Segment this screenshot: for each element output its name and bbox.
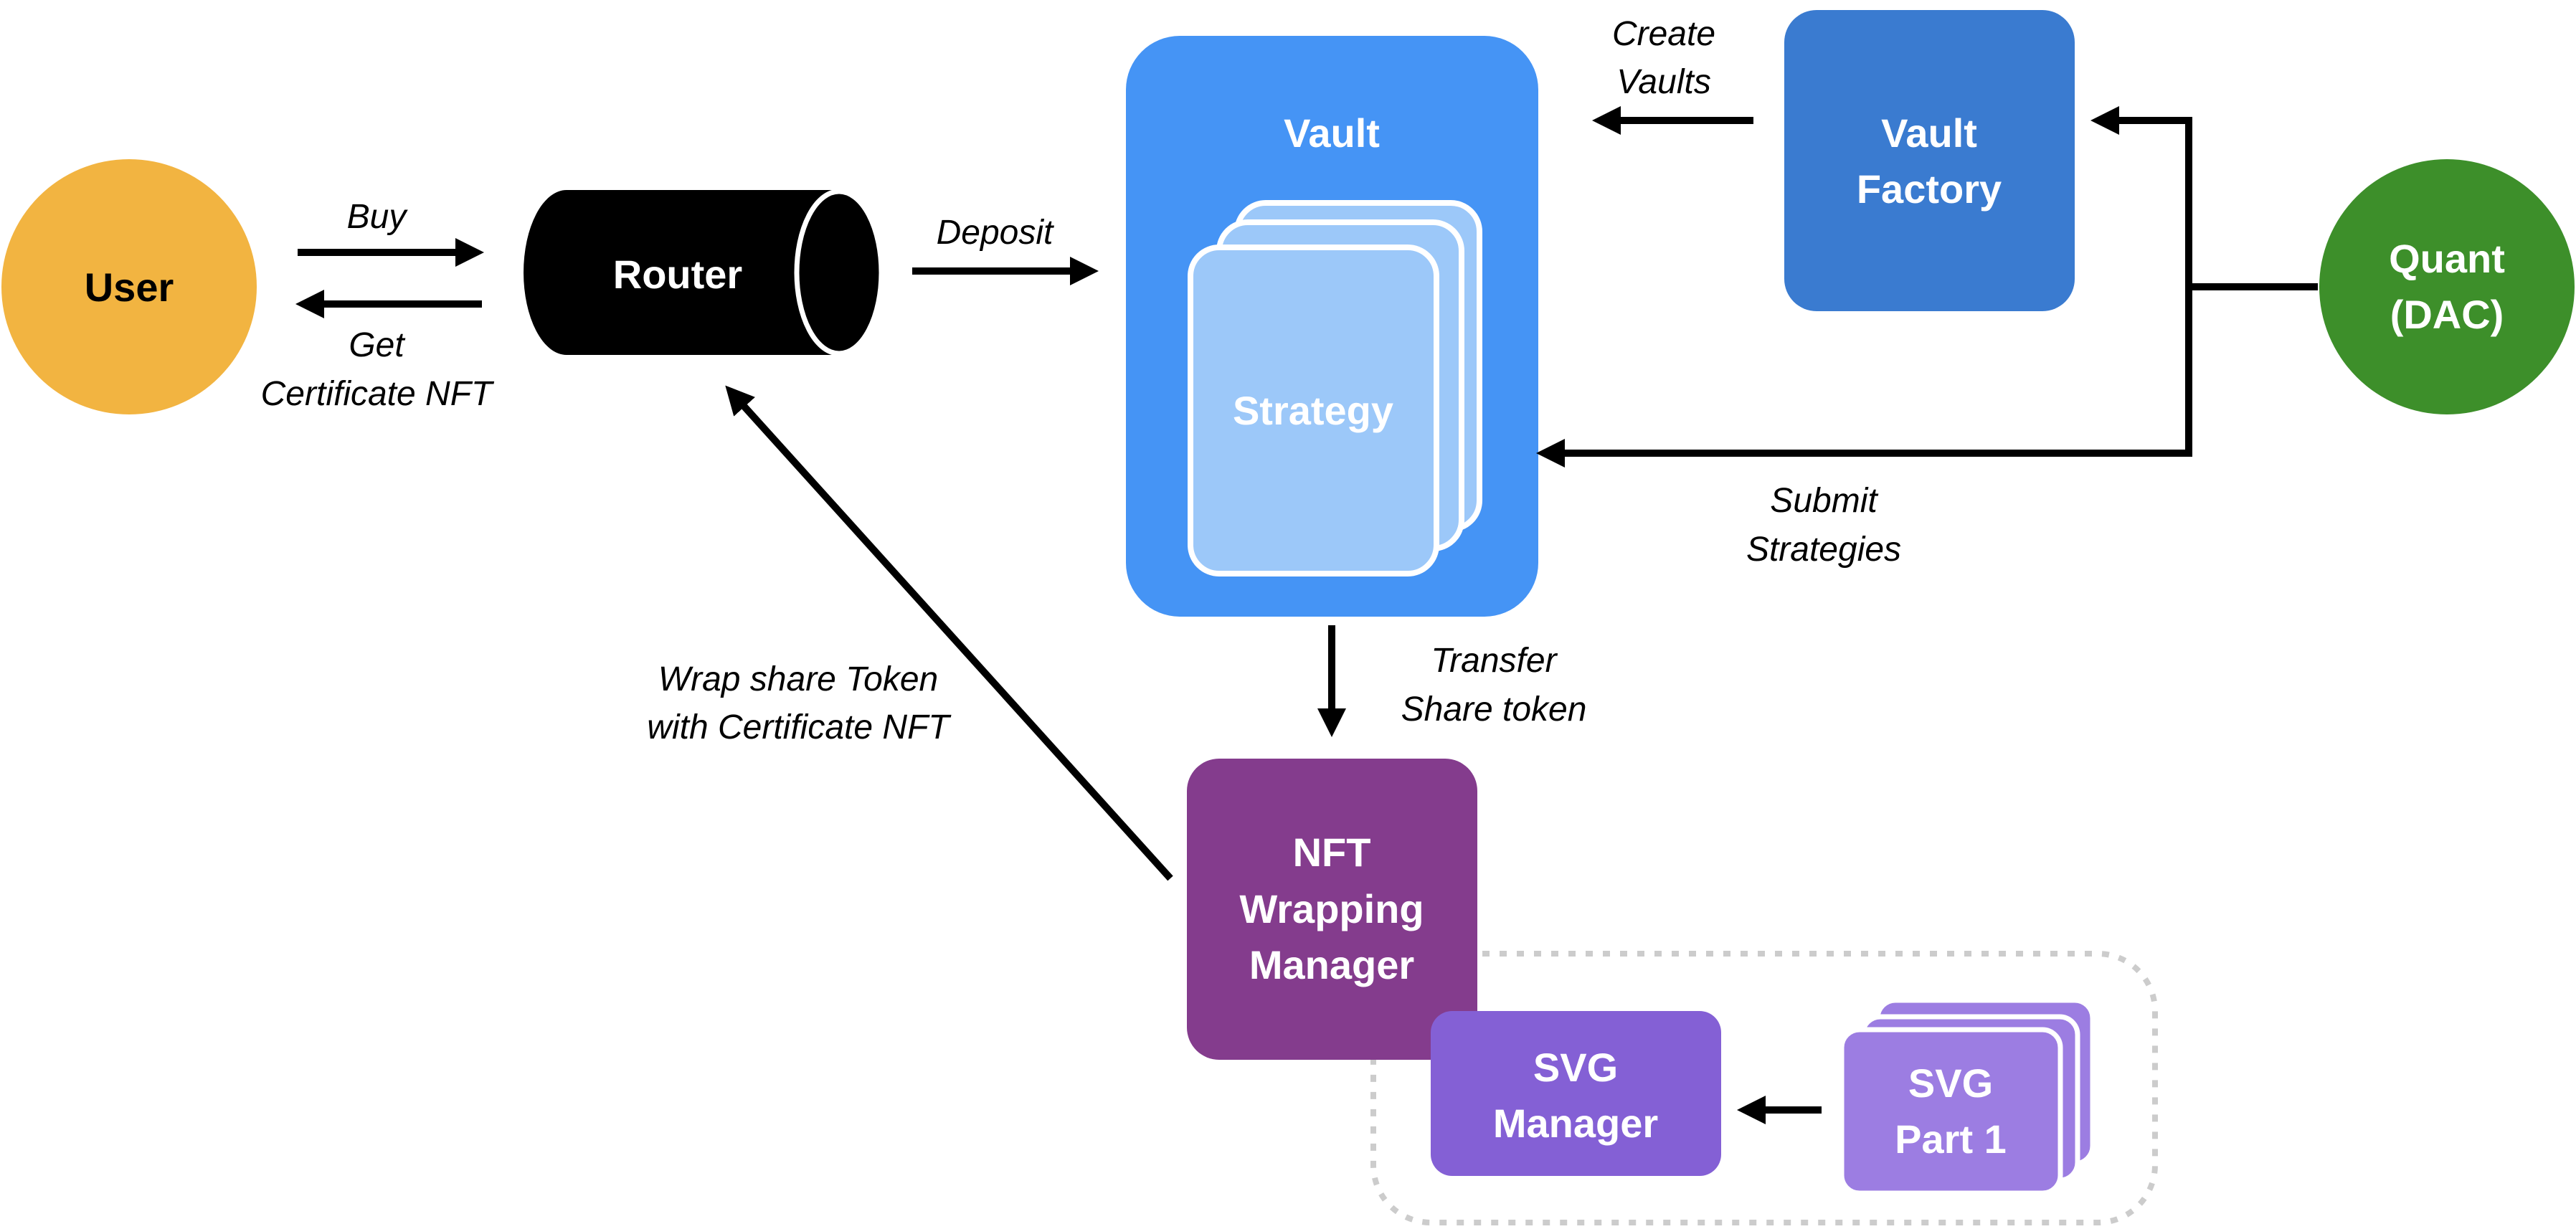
- wrap-label-line1: Wrap share Token: [658, 660, 938, 698]
- router-cylinder-body: [524, 190, 839, 355]
- user-label: User: [85, 265, 174, 310]
- quant-dac-label-line2: (DAC): [2390, 292, 2504, 337]
- vault-factory-label-line2: Factory: [1857, 166, 2002, 212]
- user-circle: [1, 159, 257, 414]
- svg-part-label-line2: Part 1: [1895, 1116, 2007, 1162]
- quant-to-factory-arrow: [2090, 106, 2192, 453]
- transfer-label-line2: Share token: [1401, 691, 1587, 729]
- router-cylinder-cap: [794, 189, 884, 356]
- vault-label: Vault: [1284, 110, 1380, 156]
- wrap-share-token-arrow: [725, 385, 1173, 881]
- svg-manager-label-line1: SVG: [1533, 1045, 1618, 1090]
- nft-wrapping-manager-label-line2: Wrapping: [1239, 886, 1424, 931]
- nft-wrapping-manager-label-line3: Manager: [1249, 942, 1414, 987]
- transfer-label-line1: Transfer: [1431, 642, 1558, 680]
- deposit-label: Deposit: [937, 214, 1054, 252]
- nft-wrapping-manager-box: [1187, 759, 1477, 1060]
- quant-dac-label-line1: Quant: [2389, 236, 2505, 281]
- vault-node: Vault Strategy: [1126, 36, 1538, 617]
- router-label: Router: [613, 252, 742, 297]
- get-label-line2: Certificate NFT: [261, 375, 495, 413]
- get-label-line1: Get: [349, 326, 405, 364]
- svg-components-group: [1370, 951, 2158, 1225]
- strategy-card-front: [1188, 245, 1439, 576]
- wrap-label-line2: with Certificate NFT: [647, 708, 952, 746]
- svg-part-card-front: [1839, 1027, 2063, 1196]
- quant-dac-node: Quant (DAC): [2319, 159, 2575, 414]
- nft-wrapping-manager-node: NFT Wrapping Manager: [1187, 759, 1477, 1060]
- submit-strategies-label-line2: Strategies: [1746, 531, 1901, 569]
- svg-part-stack: SVG Part 1: [1839, 997, 2096, 1196]
- svg-manager-box: [1431, 1011, 1721, 1176]
- strategy-label: Strategy: [1233, 388, 1393, 433]
- create-vaults-label-line1: Create: [1612, 15, 1715, 53]
- create-vaults-label-line2: Vaults: [1616, 63, 1711, 101]
- quant-dac-circle: [2319, 159, 2575, 414]
- nft-wrapping-manager-label-line1: NFT: [1293, 830, 1371, 875]
- svg-part-label-line1: SVG: [1908, 1060, 1993, 1106]
- vault-factory-box: [1784, 10, 2075, 311]
- vault-factory-label-line1: Vault: [1881, 110, 1977, 156]
- user-node: User: [1, 159, 257, 414]
- svg-manager-node: SVG Manager: [1431, 1011, 1721, 1176]
- vault-factory-node: Vault Factory: [1784, 10, 2075, 311]
- strategy-card-stack: Strategy: [1188, 200, 1482, 576]
- svg-manager-label-line2: Manager: [1493, 1101, 1658, 1146]
- router-node: Router: [524, 189, 884, 356]
- submit-strategies-label-line1: Submit: [1770, 482, 1878, 520]
- buy-label: Buy: [347, 198, 409, 236]
